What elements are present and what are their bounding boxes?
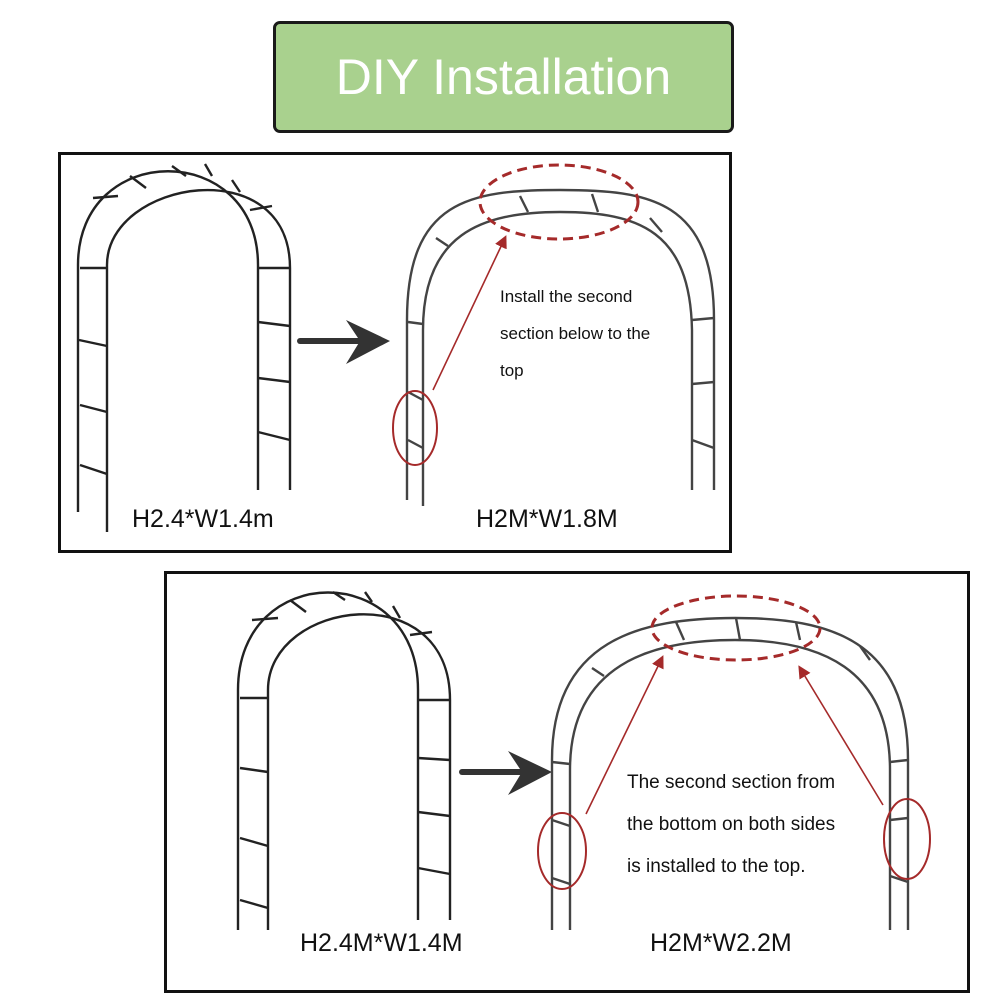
instruction-text-1: Install the second section below to the … (500, 278, 650, 389)
instruction-line: The second section from (627, 772, 836, 793)
arch-widest-right-2 (550, 616, 910, 930)
installation-panel-2 (164, 571, 970, 993)
instruction-line: the bottom on both sides (627, 814, 836, 835)
instruction-line: section below to the (500, 324, 651, 343)
size-label-tall-1: H2.4*W1.4m (132, 505, 274, 533)
size-label-widest-2: H2M*W2.2M (650, 929, 792, 957)
size-label-wide-1: H2M*W1.8M (476, 505, 618, 533)
highlight-markers-1 (392, 163, 640, 466)
highlight-markers-2 (537, 594, 931, 890)
arrow-right-icon (459, 751, 552, 795)
arrow-right-icon (297, 320, 390, 364)
instruction-line: top (500, 361, 524, 380)
instruction-line: Install the second (500, 287, 633, 306)
instruction-text-2: The second section from the bottom on bo… (627, 762, 835, 888)
size-label-tall-2: H2.4M*W1.4M (300, 929, 463, 957)
title-banner: DIY Installation (273, 21, 734, 133)
page-title: DIY Installation (335, 49, 672, 105)
instruction-line: is installed to the top. (627, 856, 806, 877)
arch-tall-left-2 (236, 591, 452, 930)
arch-tall-left-1 (76, 163, 292, 532)
arch-wide-right-1 (405, 188, 716, 506)
